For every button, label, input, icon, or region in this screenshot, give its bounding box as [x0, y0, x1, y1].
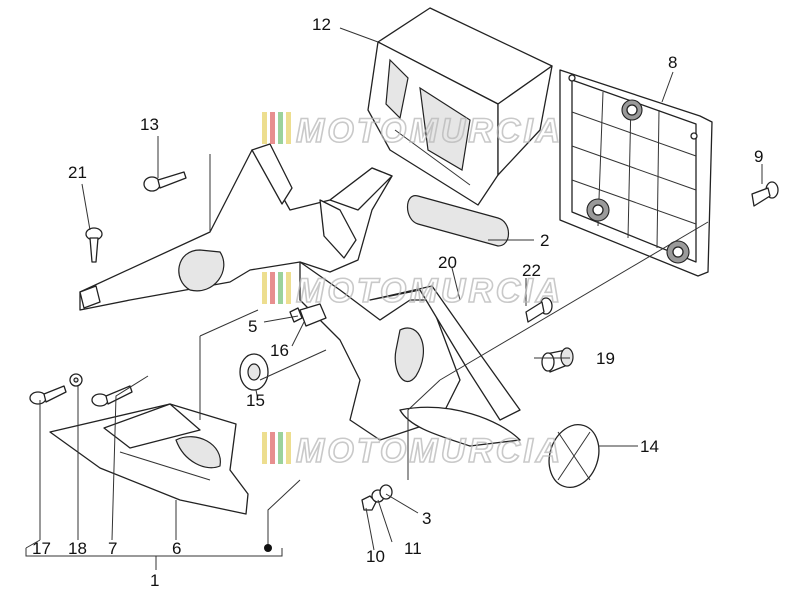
watermark-text-lower: MOTOMURCIA — [296, 432, 563, 470]
callout-12: 12 — [312, 15, 331, 34]
fastener-5-part — [289, 307, 303, 323]
watermark-lower: MOTOMURCIA — [262, 431, 563, 471]
callout-21: 21 — [68, 163, 87, 182]
screw-9-part — [751, 181, 779, 207]
watermark-text-upper: MOTOMURCIA — [296, 112, 563, 150]
callout-7: 7 — [108, 539, 117, 558]
callout-16: 16 — [270, 341, 289, 360]
callout-8: 8 — [668, 53, 677, 72]
tail-light-housing-part — [367, 7, 553, 206]
screw-17-part — [29, 385, 67, 405]
callout-20: 20 — [438, 253, 457, 272]
spacer-part — [541, 347, 574, 373]
callout-1: 1 — [150, 571, 159, 590]
callout-2: 2 — [540, 231, 549, 250]
callout-15: 15 — [246, 391, 265, 410]
watermark-text-middle: MOTOMURCIA — [296, 272, 563, 310]
callout-19: 19 — [596, 349, 615, 368]
washer-18-part — [69, 373, 83, 387]
license-plate-holder-part — [559, 69, 713, 277]
callout-11: 11 — [404, 539, 422, 558]
screw-7-part — [91, 385, 133, 407]
reflector-strip-part — [406, 195, 510, 247]
screw-13-part — [143, 171, 187, 192]
callout-9: 9 — [754, 147, 763, 166]
callout-14: 14 — [640, 437, 659, 456]
callout-10: 10 — [366, 547, 385, 566]
bracket-end-dot — [264, 544, 272, 552]
splash-guard-part — [49, 403, 249, 515]
screw-22-part — [525, 297, 553, 323]
round-reflector-part — [548, 424, 600, 488]
callout-5: 5 — [248, 317, 257, 336]
watermark-middle: MOTOMURCIA — [262, 271, 563, 311]
screw-21-part — [85, 227, 103, 263]
callout-3: 3 — [422, 509, 431, 528]
callout-17: 17 — [32, 539, 51, 558]
watermark-upper: MOTOMURCIA — [262, 111, 563, 151]
grommet-part — [239, 353, 269, 391]
callout-22: 22 — [522, 261, 541, 280]
callout-13: 13 — [140, 115, 159, 134]
callout-18: 18 — [68, 539, 87, 558]
callout-6: 6 — [172, 539, 181, 558]
callout-labels: 12 8 13 9 21 2 20 22 5 16 19 15 14 3 11 … — [32, 15, 763, 590]
leader-lines — [25, 27, 763, 570]
mudguard-body-part — [79, 143, 521, 447]
